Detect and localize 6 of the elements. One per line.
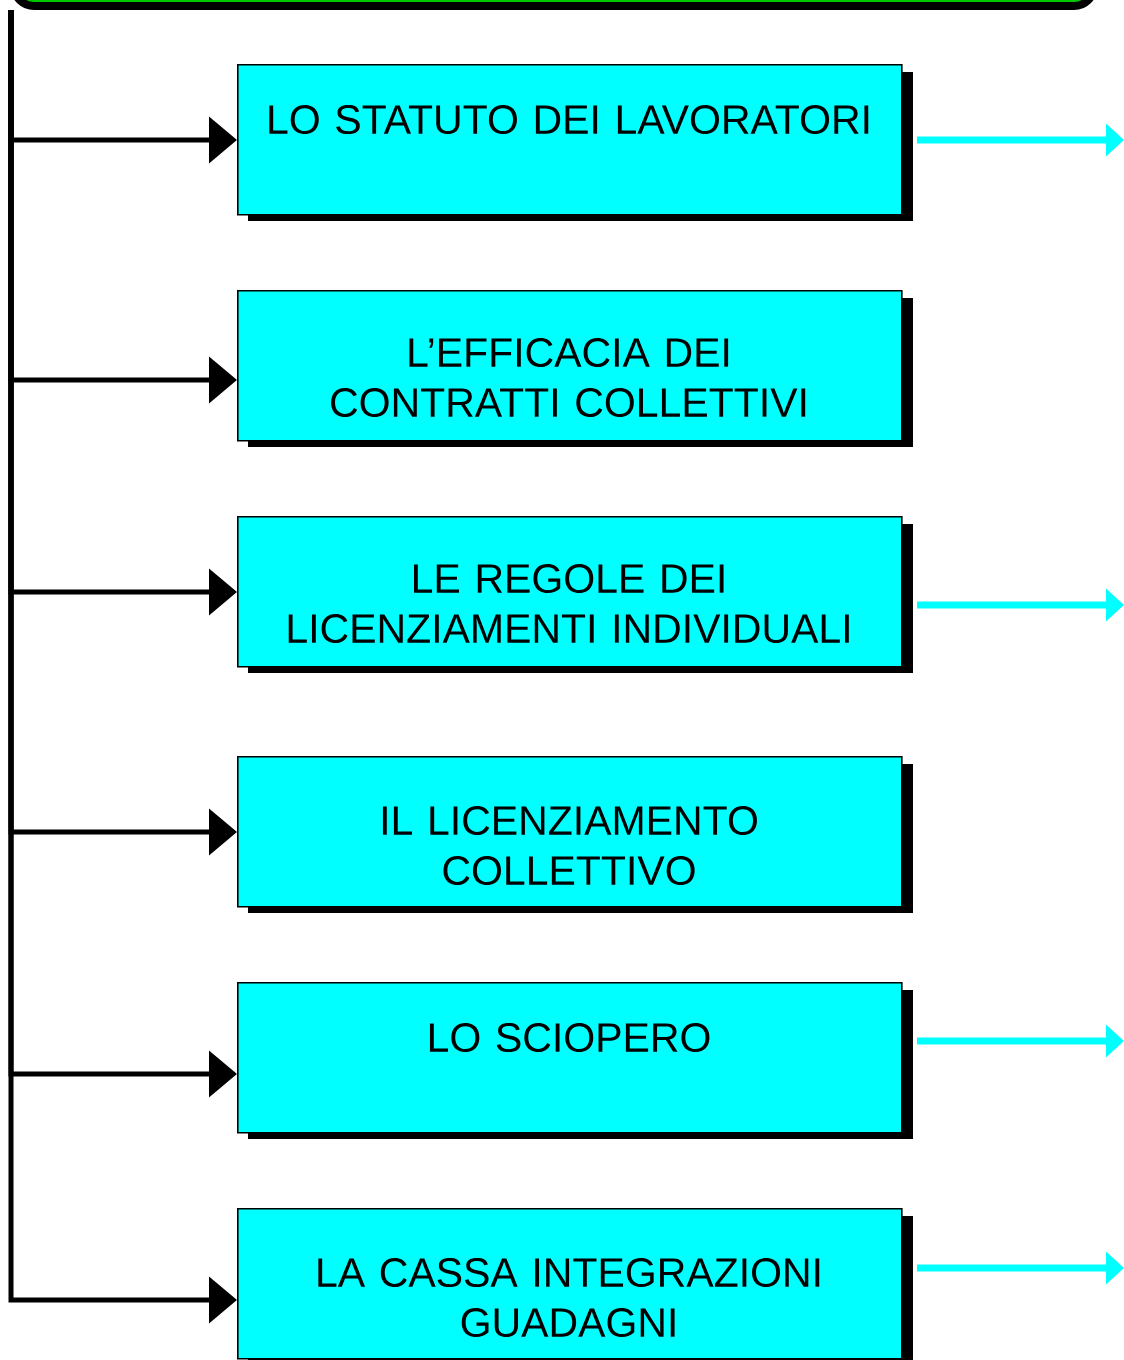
process-box: LE REGOLE DEI LICENZIAMENTI INDIVIDUALI: [237, 516, 913, 673]
process-box: LA CASSA INTEGRAZIONI GUADAGNI: [237, 1208, 913, 1360]
process-box: IL LICENZIAMENTO COLLETTIVO: [237, 756, 913, 913]
process-box: LO SCIOPERO: [237, 982, 913, 1139]
process-box: L’EFFICACIA DEI CONTRATTI COLLETTIVI: [237, 290, 913, 447]
process-box: LO STATUTO DEI LAVORATORI: [237, 64, 913, 221]
